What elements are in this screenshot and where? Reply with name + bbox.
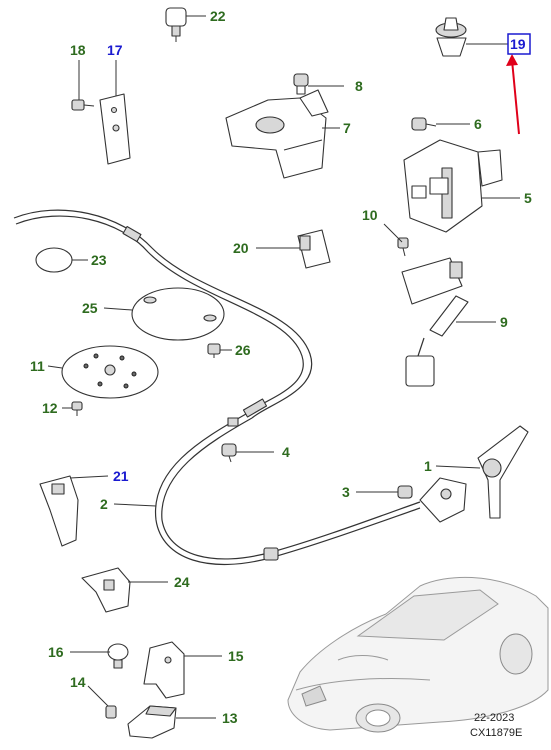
callout-23[interactable]: 23: [91, 252, 107, 268]
callout-19[interactable]: 19: [510, 36, 526, 52]
footer-date: 22-2023: [474, 712, 515, 724]
part-25-drawing: [131, 287, 225, 341]
callout-15[interactable]: 15: [228, 648, 244, 664]
leader-11: [47, 365, 63, 369]
callout-9[interactable]: 9: [500, 314, 508, 330]
vehicle-illustration: [287, 576, 549, 733]
callout-7[interactable]: 7: [343, 120, 351, 136]
part-23-drawing: [35, 247, 73, 273]
leader-1: [435, 465, 481, 469]
part-12-drawing: [71, 401, 83, 416]
leader-2: [113, 503, 157, 507]
callout-11[interactable]: 11: [30, 358, 45, 374]
part-15-drawing: [143, 641, 185, 699]
callout-13[interactable]: 13: [222, 710, 238, 726]
callout-17[interactable]: 17: [107, 42, 123, 58]
callout-6[interactable]: 6: [474, 116, 482, 132]
part-17-drawing: [99, 93, 131, 165]
callout-labels: 22 19 18 17 8 7 6 5 10 20 23 9 25 26 11 …: [30, 8, 532, 726]
leader-14: [87, 685, 109, 707]
part-13-drawing: [127, 705, 177, 739]
callout-19-highlight-box: [507, 33, 531, 55]
part-2-drawing: [13, 209, 421, 565]
part-16-drawing: [107, 643, 129, 669]
part-4-drawing: [221, 443, 237, 463]
part-24-drawing: [81, 567, 131, 613]
leader-25: [103, 307, 133, 311]
part-10-drawing: [397, 237, 409, 257]
callout-12[interactable]: 12: [42, 400, 58, 416]
callout-18[interactable]: 18: [70, 42, 86, 58]
part-6-drawing: [411, 117, 437, 131]
callout-2[interactable]: 2: [100, 496, 108, 512]
part-26-drawing: [207, 343, 221, 358]
callout-24[interactable]: 24: [174, 574, 190, 590]
part-1-drawing: [477, 425, 529, 519]
callout-5[interactable]: 5: [524, 190, 532, 206]
callout-3[interactable]: 3: [342, 484, 350, 500]
callout-10[interactable]: 10: [362, 207, 378, 223]
leader-10: [383, 223, 403, 243]
part-18-drawing: [71, 99, 95, 111]
part-8-drawing: [293, 73, 309, 95]
part-19-drawing: [435, 17, 467, 57]
part-5-drawing: [403, 139, 503, 233]
leader-lines: [47, 15, 520, 719]
part-7-drawing: [225, 89, 329, 179]
handle-bracket-drawing: [419, 477, 467, 523]
leader-21: [69, 475, 109, 479]
callout-20[interactable]: 20: [233, 240, 249, 256]
part-22-drawing: [165, 7, 187, 42]
footer-reference: CX11879E: [470, 727, 523, 739]
callout-25[interactable]: 25: [82, 300, 98, 316]
part-21-drawing: [39, 475, 79, 547]
part-11-drawing: [61, 345, 159, 399]
callout-4[interactable]: 4: [282, 444, 290, 460]
red-pointer-arrow: [506, 54, 520, 135]
callout-14[interactable]: 14: [70, 674, 86, 690]
callout-26[interactable]: 26: [235, 342, 251, 358]
part-9-drawing: [401, 257, 469, 387]
part-20-drawing: [297, 229, 331, 269]
callout-21[interactable]: 21: [113, 468, 129, 484]
callout-16[interactable]: 16: [48, 644, 64, 660]
part-14-drawing: [105, 705, 117, 719]
part-3-drawing: [397, 485, 413, 499]
callout-22[interactable]: 22: [210, 8, 226, 24]
callout-1[interactable]: 1: [424, 458, 432, 474]
callout-8[interactable]: 8: [355, 78, 363, 94]
